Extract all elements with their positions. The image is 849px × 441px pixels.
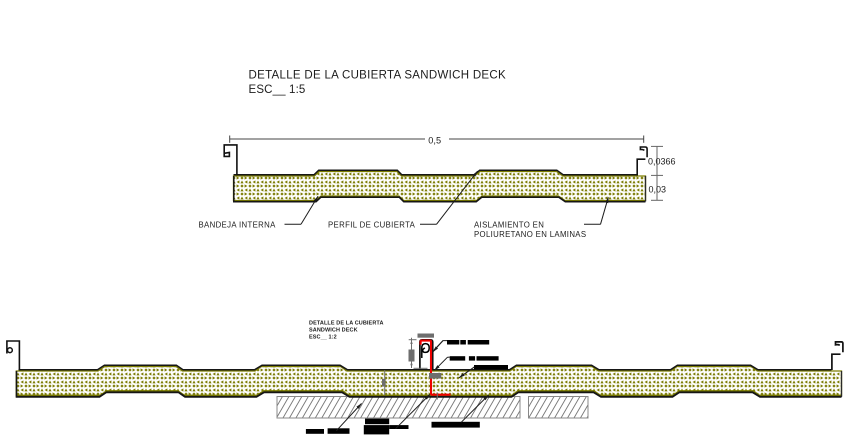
svg-text:ESC__ 1:2: ESC__ 1:2 <box>309 335 337 341</box>
svg-text:0,0366: 0,0366 <box>648 157 676 167</box>
svg-text:DETALLE DE LA CUBIERTA SANDWIC: DETALLE DE LA CUBIERTA SANDWICH DECK <box>249 70 507 82</box>
svg-text:PERFIL DE CUBIERTA: PERFIL DE CUBIERTA <box>328 221 416 230</box>
svg-text:SANDWICH DECK: SANDWICH DECK <box>309 328 358 334</box>
svg-text:ESC__ 1:5: ESC__ 1:5 <box>249 84 306 96</box>
svg-text:BANDEJA INTERNA: BANDEJA INTERNA <box>199 221 277 230</box>
svg-text:0,5: 0,5 <box>428 135 441 145</box>
svg-text:DETALLE DE LA CUBIERTA: DETALLE DE LA CUBIERTA <box>309 321 384 327</box>
svg-text:0,03: 0,03 <box>649 185 667 195</box>
svg-text:POLIURETANO EN LAMINAS: POLIURETANO EN LAMINAS <box>474 230 586 239</box>
svg-text:AISLAMIENTO EN: AISLAMIENTO EN <box>474 221 544 230</box>
